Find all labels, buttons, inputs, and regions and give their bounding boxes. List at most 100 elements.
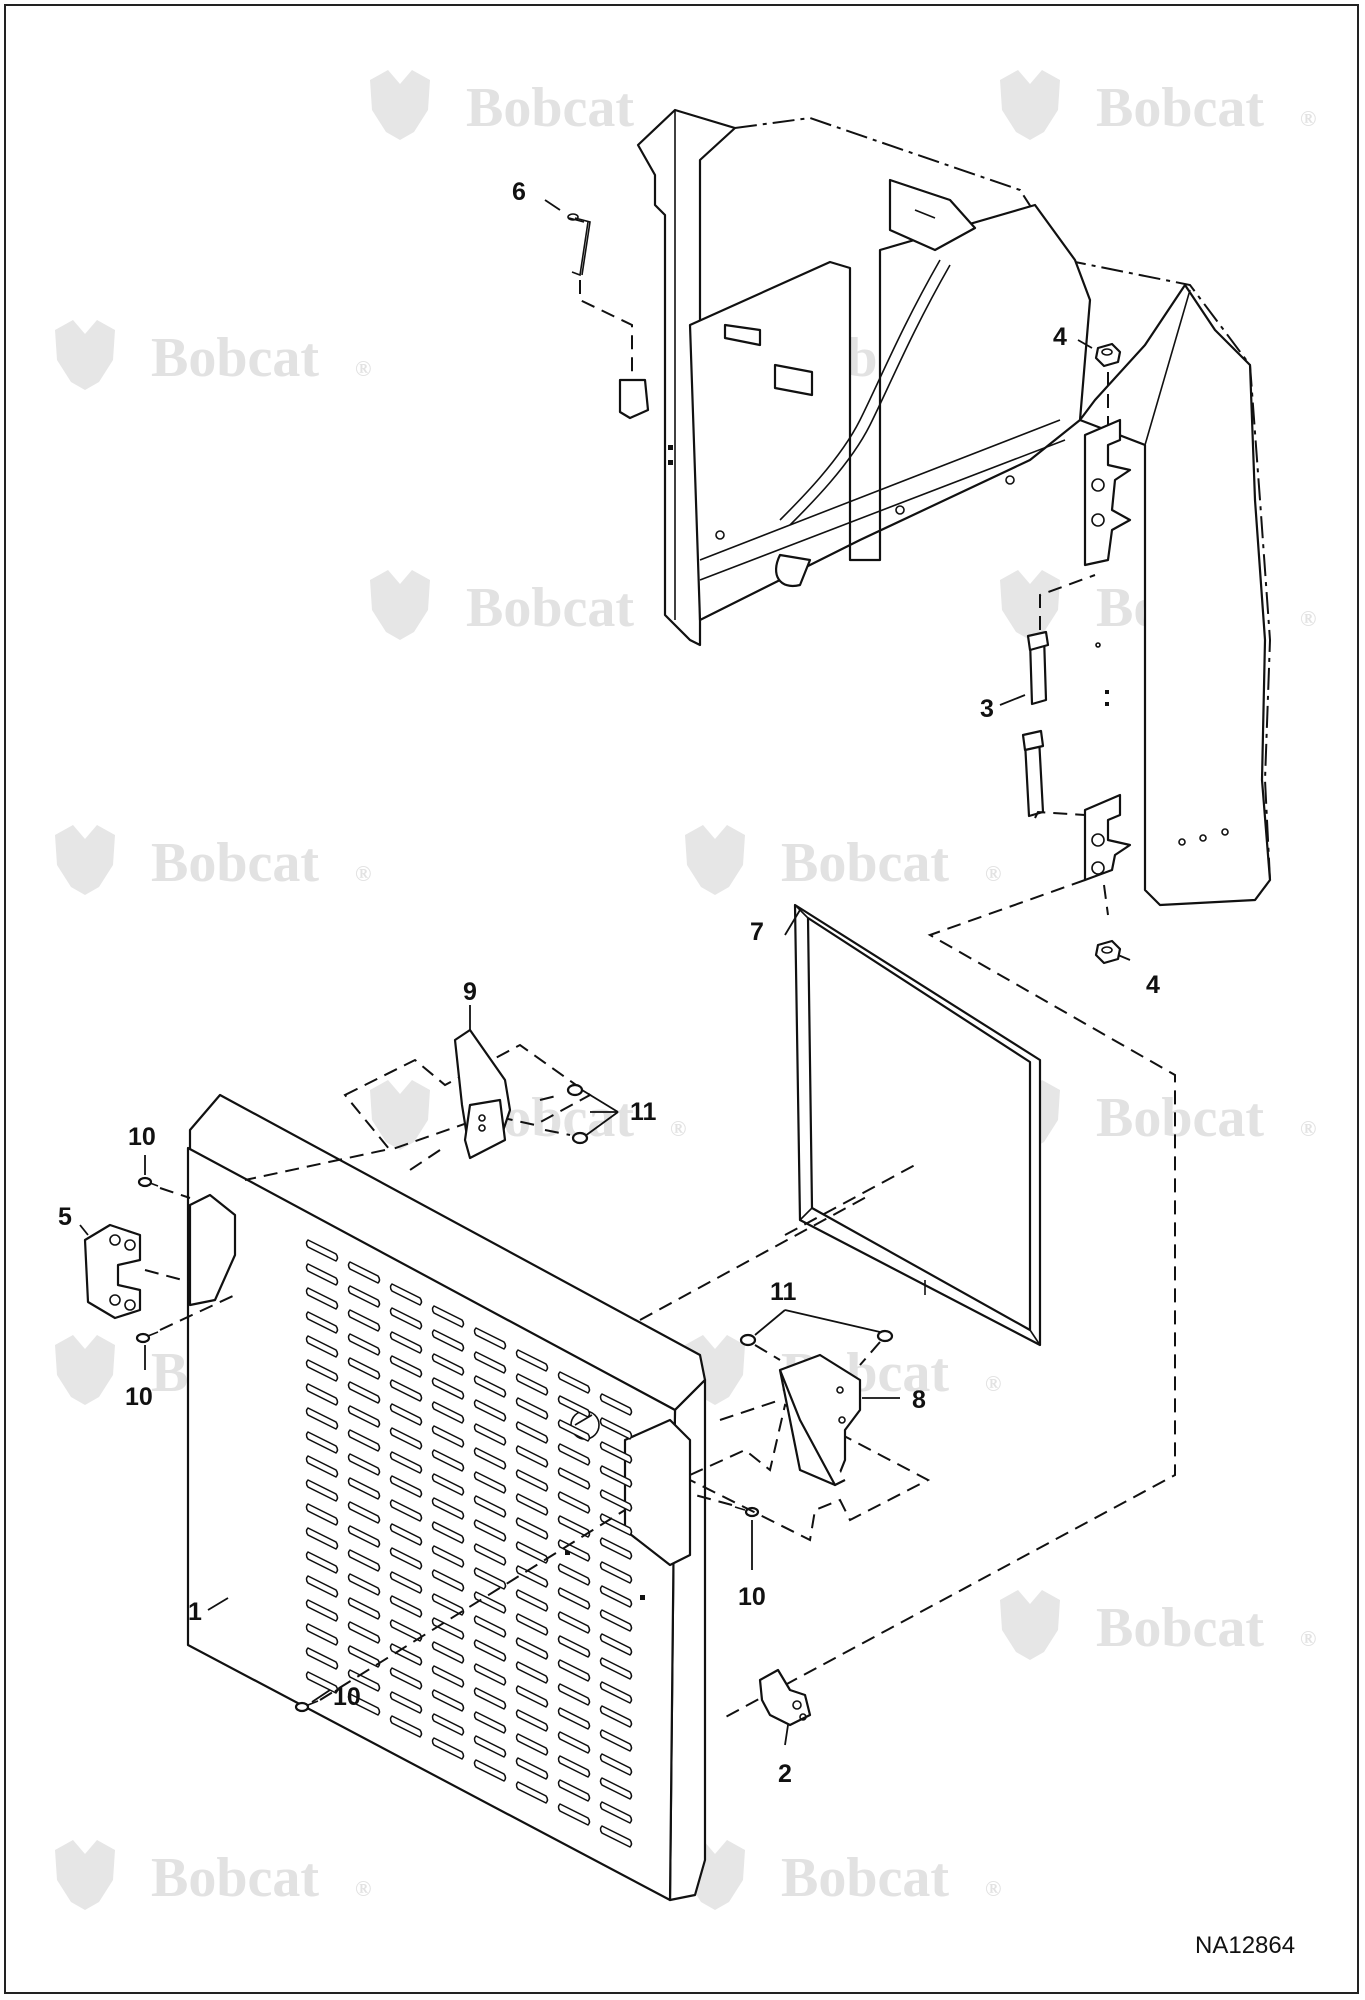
louver-slot — [305, 1671, 339, 1694]
louver-slot — [557, 1803, 591, 1826]
louver-slot — [431, 1593, 465, 1616]
louver-slot — [473, 1327, 507, 1350]
watermark-reg: ® — [1300, 106, 1316, 131]
part-4-nut-lower — [1094, 939, 1122, 965]
watermark-reg: ® — [1300, 606, 1316, 631]
louver-slot — [431, 1545, 465, 1568]
callout-1: 1 — [188, 1598, 202, 1626]
callout-6: 6 — [512, 178, 526, 206]
louver-slot — [515, 1781, 549, 1804]
louver-slot — [347, 1525, 381, 1548]
louver-slot — [305, 1479, 339, 1502]
louver-slot — [347, 1669, 381, 1692]
louver-slot — [431, 1521, 465, 1544]
louver-slot — [599, 1825, 633, 1848]
louver-slot — [515, 1589, 549, 1612]
watermark-text: Bobcat — [781, 1847, 949, 1909]
louver-slot — [389, 1595, 423, 1618]
louver-slot — [515, 1613, 549, 1636]
louver-slot — [599, 1753, 633, 1776]
louver-slot — [431, 1569, 465, 1592]
louver-slot — [431, 1617, 465, 1640]
louver-slot — [431, 1737, 465, 1760]
louver-slot — [599, 1681, 633, 1704]
bobcat-logo-icon — [370, 570, 430, 640]
louver-slot — [389, 1283, 423, 1306]
bobcat-logo-icon — [55, 825, 115, 895]
louver-slot — [305, 1551, 339, 1574]
leader-lines — [79, 199, 1131, 1746]
louver-slot — [473, 1591, 507, 1614]
watermark-7: Bobcat ® — [55, 825, 371, 895]
louver-slot — [473, 1423, 507, 1446]
louver-slot — [431, 1665, 465, 1688]
louver-slot — [473, 1711, 507, 1734]
louver-slot — [389, 1451, 423, 1474]
louver-slot — [347, 1597, 381, 1620]
louver-slot — [389, 1619, 423, 1642]
louver-slot — [305, 1239, 339, 1262]
louver-slot — [557, 1611, 591, 1634]
louver-slot — [389, 1547, 423, 1570]
louver-slot — [389, 1715, 423, 1738]
louver-slot — [389, 1403, 423, 1426]
louver-slot — [599, 1441, 633, 1464]
louver-slot — [557, 1683, 591, 1706]
louver-slot — [431, 1497, 465, 1520]
part-7-screen-frame — [793, 903, 1042, 1347]
callout-10-c: 10 — [738, 1583, 766, 1611]
watermark-reg: ® — [670, 1116, 686, 1141]
bobcat-logo-icon — [370, 1080, 430, 1150]
louver-slot — [389, 1691, 423, 1714]
louver-slot — [557, 1395, 591, 1418]
callout-4-upper: 4 — [1053, 323, 1067, 351]
louver-slot — [431, 1473, 465, 1496]
louver-slot — [473, 1639, 507, 1662]
part-2-bracket — [758, 1668, 812, 1727]
louver-slot — [473, 1519, 507, 1542]
watermark-5: Bobcat ® — [370, 570, 686, 640]
callout-10-b: 10 — [125, 1383, 153, 1411]
watermark-reg: ® — [1300, 1116, 1316, 1141]
louver-slot — [347, 1645, 381, 1668]
louver-slot — [515, 1469, 549, 1492]
louver-slot — [431, 1689, 465, 1712]
watermark-text: Bobcat — [466, 77, 634, 139]
part-10-screw-d — [294, 1509, 626, 1713]
louver-slot — [305, 1359, 339, 1382]
watermark-reg: ® — [985, 1371, 1001, 1396]
louver-slot — [599, 1633, 633, 1656]
louver-slot — [347, 1333, 381, 1356]
bobcat-logo-icon — [55, 320, 115, 390]
louver-slot — [473, 1615, 507, 1638]
louver-slot — [431, 1449, 465, 1472]
louver-slot — [473, 1567, 507, 1590]
louver-slot — [305, 1455, 339, 1478]
bobcat-logo-icon — [1000, 570, 1060, 640]
louver-slot — [389, 1571, 423, 1594]
callout-10-a: 10 — [128, 1123, 156, 1151]
louver-slot — [599, 1537, 633, 1560]
frame-rail-left — [636, 108, 737, 647]
callout-11-lower: 11 — [770, 1278, 797, 1306]
louver-slot — [305, 1647, 339, 1670]
machine-right-side — [1078, 283, 1272, 907]
watermark-text: Bobcat — [151, 327, 319, 389]
callouts: 6 4 3 4 7 9 11 10 5 10 11 8 10 1 10 2 — [58, 178, 1160, 1788]
callout-9: 9 — [463, 978, 477, 1006]
louver-slot — [557, 1491, 591, 1514]
louver-slot — [347, 1573, 381, 1596]
louver-slot — [389, 1475, 423, 1498]
louver-slot — [305, 1599, 339, 1622]
louver-slot — [305, 1575, 339, 1598]
louver-slot — [557, 1659, 591, 1682]
part-11-nuts-lower — [739, 1329, 894, 1347]
louver-slot — [389, 1523, 423, 1546]
louver-slot — [599, 1489, 633, 1512]
bobcat-logo-icon — [1000, 1590, 1060, 1660]
hinge-bracket-upper — [1083, 418, 1132, 567]
louver-slot — [347, 1501, 381, 1524]
watermark-reg: ® — [355, 356, 371, 381]
louver-slot — [305, 1407, 339, 1430]
